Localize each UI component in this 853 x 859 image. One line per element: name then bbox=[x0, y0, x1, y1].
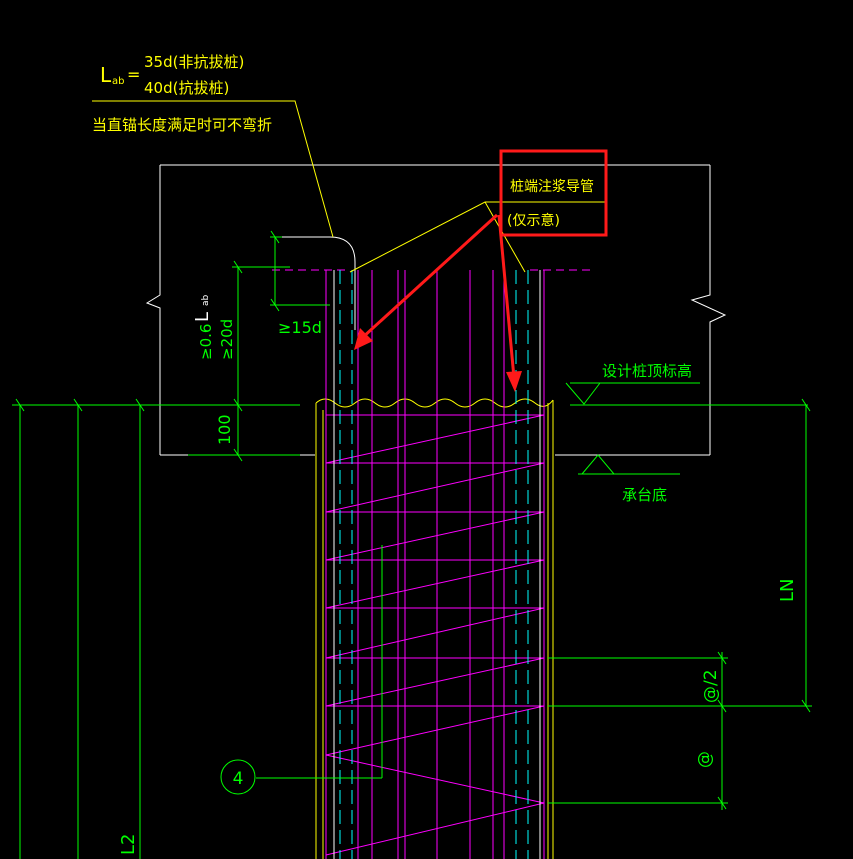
spiral-stirrups bbox=[325, 414, 545, 856]
lab-vertical-min2: ≥20d bbox=[218, 319, 236, 360]
lab-equals: = bbox=[127, 65, 140, 84]
red-highlight bbox=[360, 149, 608, 379]
anchored-rebar bbox=[276, 236, 541, 859]
pile-top-break-line bbox=[315, 398, 554, 408]
lab-vertical-min1: ≥0.6 bbox=[197, 324, 215, 360]
lab-formula: L ab = 35d(非抗拔桩) 40d(抗拔桩) 当直锚长度满足时可不弯折 bbox=[92, 53, 272, 134]
red-arrowheads bbox=[354, 328, 522, 392]
longitudinal-bars bbox=[272, 269, 595, 859]
pile-cap-outline bbox=[145, 164, 727, 456]
ln-label: LN bbox=[777, 579, 798, 603]
arrowhead-right bbox=[506, 371, 522, 392]
lab-vertical-subscript: ab bbox=[201, 294, 211, 306]
lab-subscript: ab bbox=[112, 76, 124, 87]
grout-pipes bbox=[339, 270, 529, 859]
hook-length-label: ≥15d bbox=[278, 318, 322, 337]
spacing-full-label: @ bbox=[695, 751, 715, 768]
pile-body bbox=[315, 398, 554, 859]
callout-4-number: 4 bbox=[233, 769, 244, 789]
embed-100-label: 100 bbox=[215, 414, 234, 445]
lab-vertical-symbol: L bbox=[192, 312, 213, 322]
grout-pipe-label: 桩端注浆导管 bbox=[510, 178, 594, 195]
callout-4: 4 bbox=[220, 759, 256, 795]
pile-top-elevation-label: 设计桩顶标高 bbox=[602, 362, 692, 380]
lab-symbol: L bbox=[100, 63, 112, 87]
lab-vertical-dimension: L ab ≥0.6 ≥20d bbox=[192, 294, 236, 360]
leader-lines bbox=[92, 100, 605, 273]
highlight-box bbox=[499, 149, 608, 237]
straight-anchor-note: 当直锚长度满足时可不弯折 bbox=[92, 116, 272, 134]
cap-bottom-label: 承台底 bbox=[622, 486, 667, 504]
l2-label: L2 bbox=[118, 834, 139, 855]
arrowhead-left bbox=[354, 328, 373, 350]
lab-uplift: 40d(抗拔桩) bbox=[144, 79, 229, 97]
spacing-half-label: @/2 bbox=[701, 669, 721, 703]
elevation-markers bbox=[565, 382, 700, 475]
dimension-lines bbox=[12, 230, 812, 859]
lab-non-uplift: 35d(非抗拔桩) bbox=[144, 53, 244, 71]
schematic-note: (仅示意) bbox=[507, 212, 560, 229]
